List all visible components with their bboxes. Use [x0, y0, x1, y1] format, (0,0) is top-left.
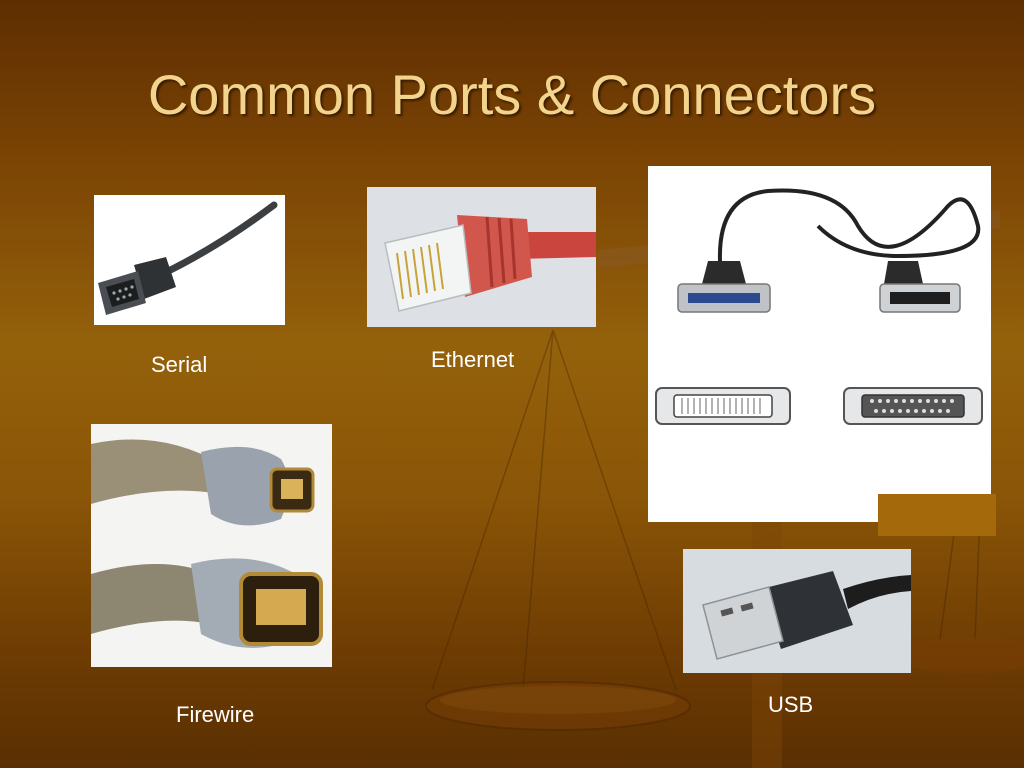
serial-cable-photo [94, 195, 285, 325]
ethernet-rj45-photo [367, 187, 596, 327]
ethernet-label: Ethernet [431, 347, 515, 372]
usb-label: USB [768, 692, 814, 717]
slide-title: Common Ports & Connectors [147, 63, 877, 126]
decorative-gold-box [878, 494, 996, 536]
firewire-label: Firewire [176, 702, 255, 727]
usb-plug-photo [683, 549, 911, 673]
firewire-connectors-photo [91, 424, 332, 667]
parallel-cable-photo [648, 166, 991, 522]
serial-label: Serial [151, 352, 208, 377]
